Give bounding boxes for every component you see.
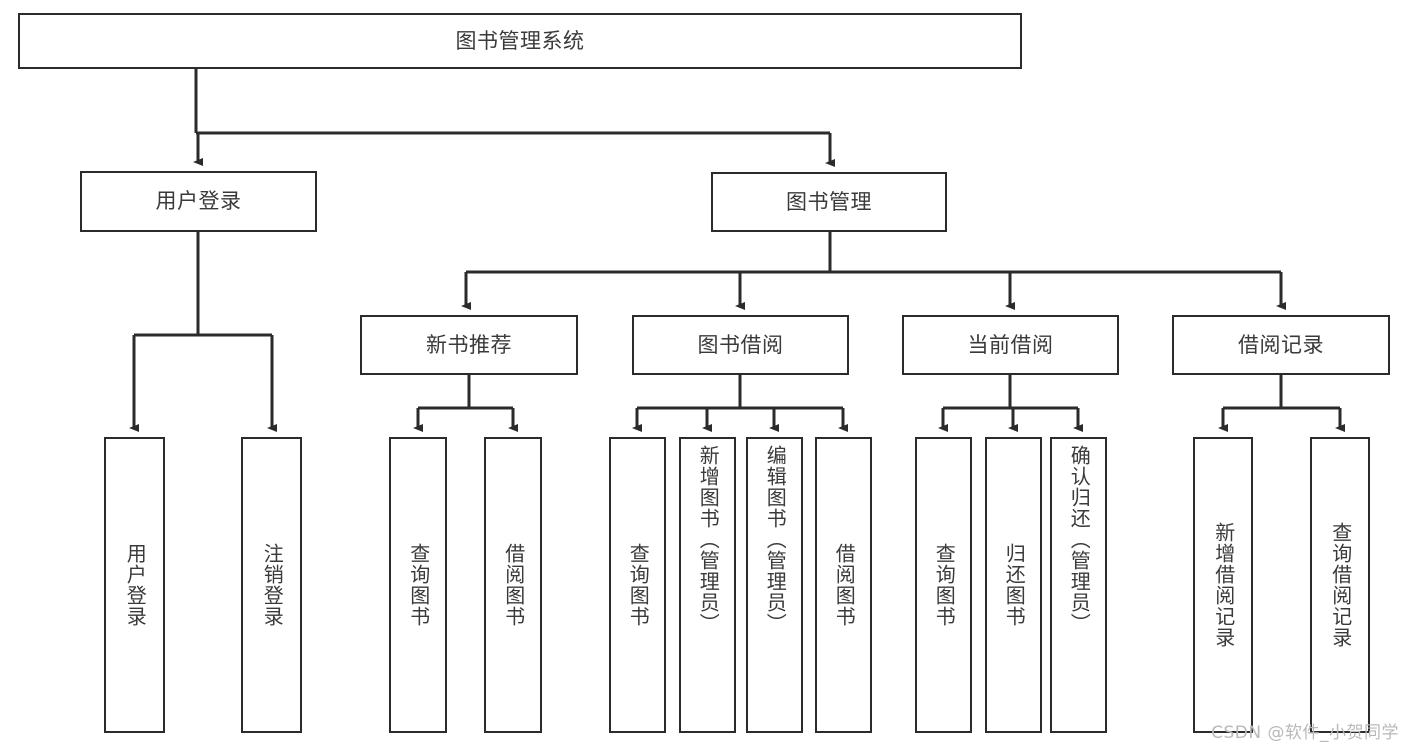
node-leaf-query-book-borrow[interactable]: 查询图书 <box>609 437 666 733</box>
node-leaf-return-book[interactable]: 归还图书 <box>985 437 1042 733</box>
node-label: 借阅记录 <box>1238 332 1324 357</box>
node-label: 用户登录 <box>155 189 242 214</box>
node-current-borrow[interactable]: 当前借阅 <box>902 315 1119 375</box>
node-label: 图书管理系统 <box>455 28 585 53</box>
node-new-book-recommend[interactable]: 新书推荐 <box>360 315 578 375</box>
node-book-management[interactable]: 图书管理 <box>711 172 947 232</box>
node-label: 图书借阅 <box>697 332 784 357</box>
node-leaf-add-borrow-record[interactable]: 新增借阅记录 <box>1193 437 1253 733</box>
node-leaf-query-book-recommend[interactable]: 查询图书 <box>389 437 447 733</box>
node-leaf-confirm-return-admin[interactable]: 确认归还（管理员） <box>1050 437 1107 733</box>
node-leaf-add-book-admin[interactable]: 新增图书（管理员） <box>679 437 736 733</box>
node-label: 新增图书（管理员） <box>696 445 721 634</box>
node-label: 查询图书 <box>406 543 431 627</box>
node-leaf-edit-book-admin[interactable]: 编辑图书（管理员） <box>746 437 803 733</box>
node-label: 新增借阅记录 <box>1211 522 1236 648</box>
csdn-watermark: CSDN @软件_小贺同学 <box>1211 723 1399 743</box>
node-leaf-borrow-book-recommend[interactable]: 借阅图书 <box>484 437 542 733</box>
node-root-system[interactable]: 图书管理系统 <box>18 13 1022 69</box>
node-leaf-query-borrow-record[interactable]: 查询借阅记录 <box>1310 437 1370 733</box>
node-user-login[interactable]: 用户登录 <box>80 171 317 232</box>
node-book-borrow[interactable]: 图书借阅 <box>632 315 849 375</box>
node-borrow-record[interactable]: 借阅记录 <box>1172 315 1390 375</box>
node-label: 查询图书 <box>626 543 651 627</box>
node-label: 借阅图书 <box>832 543 857 627</box>
node-label: 图书管理 <box>786 189 872 214</box>
node-leaf-borrow-book[interactable]: 借阅图书 <box>815 437 872 733</box>
node-label: 用户登录 <box>123 543 148 627</box>
node-label: 新书推荐 <box>426 332 512 357</box>
node-label: 确认归还（管理员） <box>1067 445 1092 634</box>
node-label: 注销登录 <box>260 543 285 627</box>
node-leaf-logout[interactable]: 注销登录 <box>241 437 302 733</box>
node-label: 查询图书 <box>932 543 957 627</box>
node-label: 借阅图书 <box>501 543 526 627</box>
node-label: 当前借阅 <box>967 332 1054 357</box>
node-leaf-query-book-current[interactable]: 查询图书 <box>915 437 972 733</box>
node-label: 归还图书 <box>1002 543 1027 627</box>
node-label: 编辑图书（管理员） <box>763 445 788 634</box>
node-leaf-user-login[interactable]: 用户登录 <box>104 437 165 733</box>
node-label: 查询借阅记录 <box>1328 522 1353 648</box>
